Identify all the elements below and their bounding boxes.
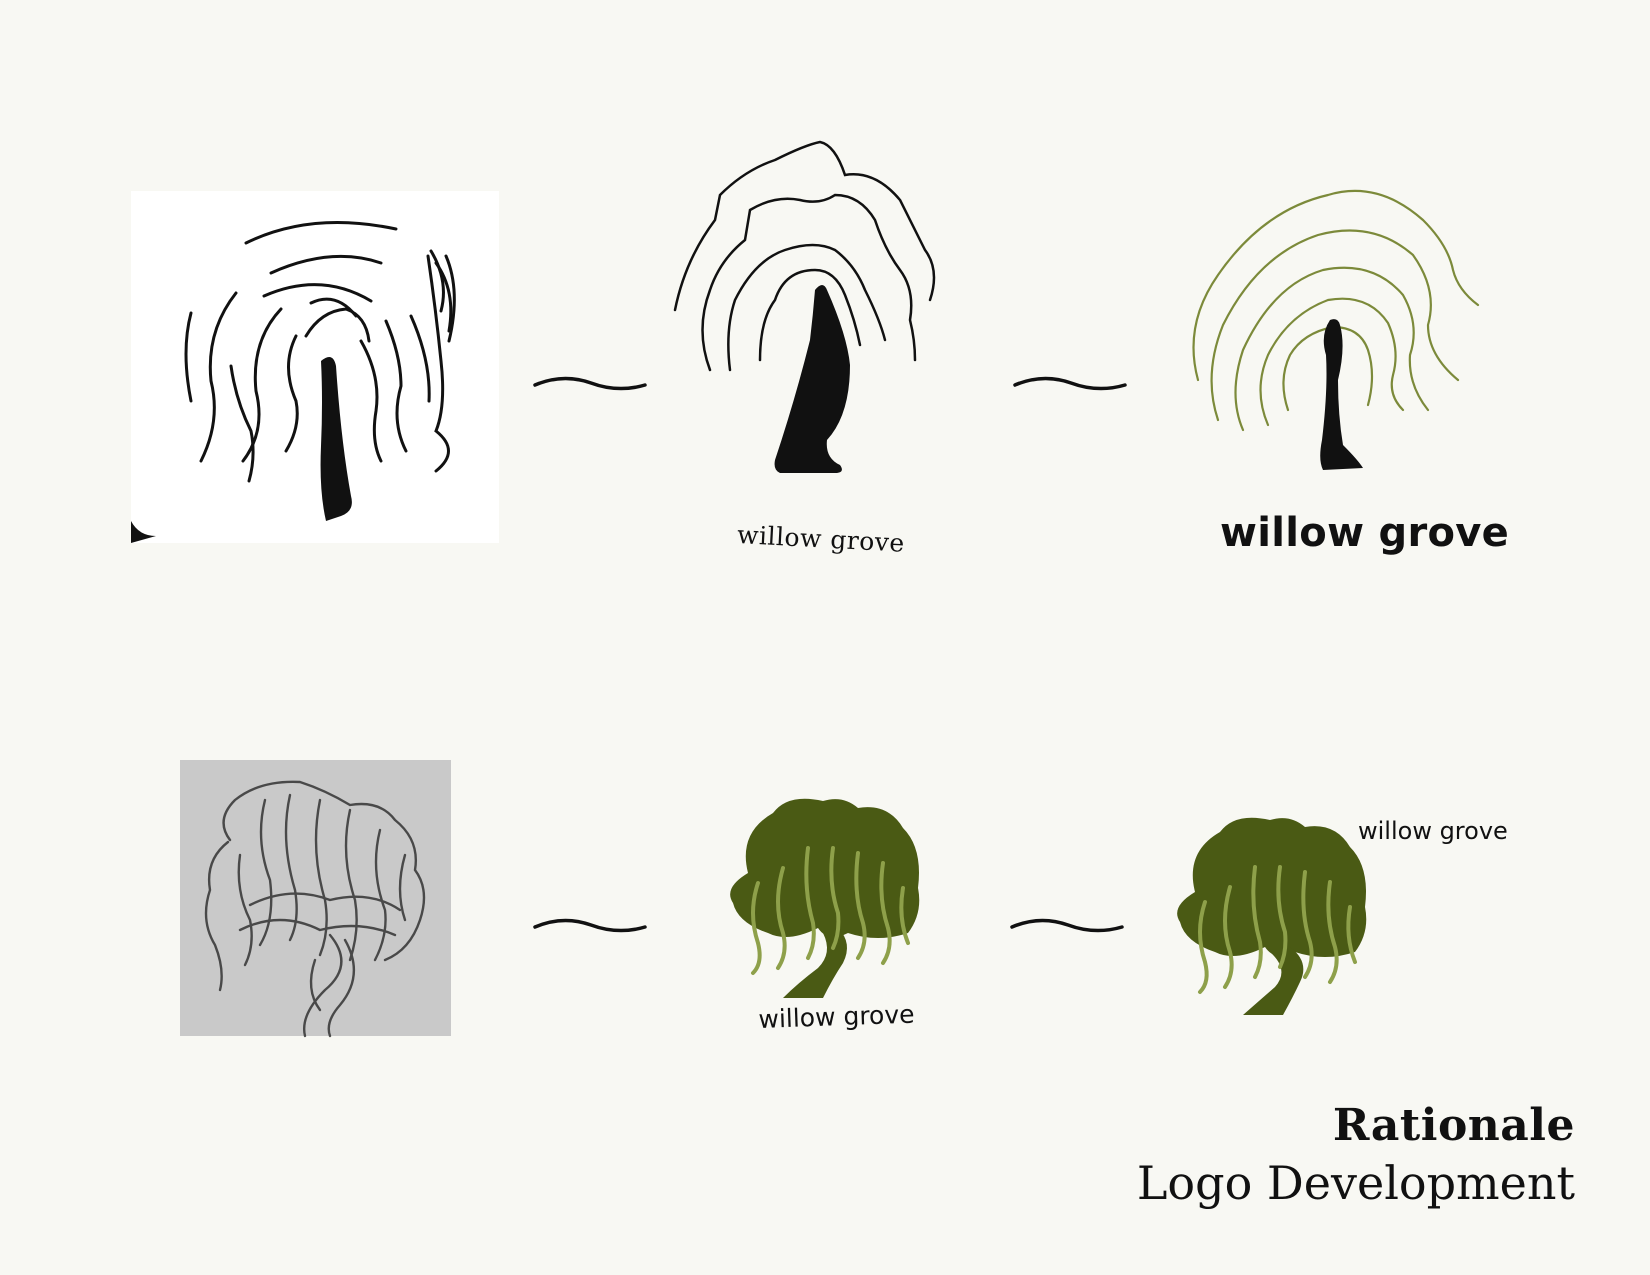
tilde-arrow-icon (533, 910, 648, 940)
sketch-panel-1 (131, 191, 499, 543)
willow-olive-outline-icon (1192, 189, 1480, 470)
willow-line-sketch-icon (131, 221, 456, 543)
tilde-arrow-icon (1013, 368, 1128, 398)
title-logo-development: Logo Development (1136, 1156, 1575, 1210)
wordmark-top-right: willow grove (1220, 510, 1510, 556)
title-rationale: Rationale (1332, 1100, 1575, 1151)
tilde-arrow-icon (533, 368, 648, 398)
wordmark-bottom-right: willow grove (1358, 817, 1508, 845)
willow-filled-logo (728, 793, 923, 1003)
wordmark-bottom-middle: willow grove (758, 999, 915, 1034)
sketch-panel-2 (180, 760, 451, 1038)
willow-filled-final-logo (1175, 812, 1370, 1017)
willow-outline-icon (673, 140, 936, 473)
willow-olive-outline-logo (1188, 175, 1488, 495)
willow-pencil-sketch-icon (204, 780, 426, 1038)
willow-filled-icon (730, 798, 920, 998)
willow-filled-final-icon (1177, 817, 1367, 1015)
tilde-arrow-icon (1010, 910, 1125, 940)
wordmark-top-middle: willow grove (736, 520, 906, 558)
willow-outline-logo (673, 140, 975, 500)
